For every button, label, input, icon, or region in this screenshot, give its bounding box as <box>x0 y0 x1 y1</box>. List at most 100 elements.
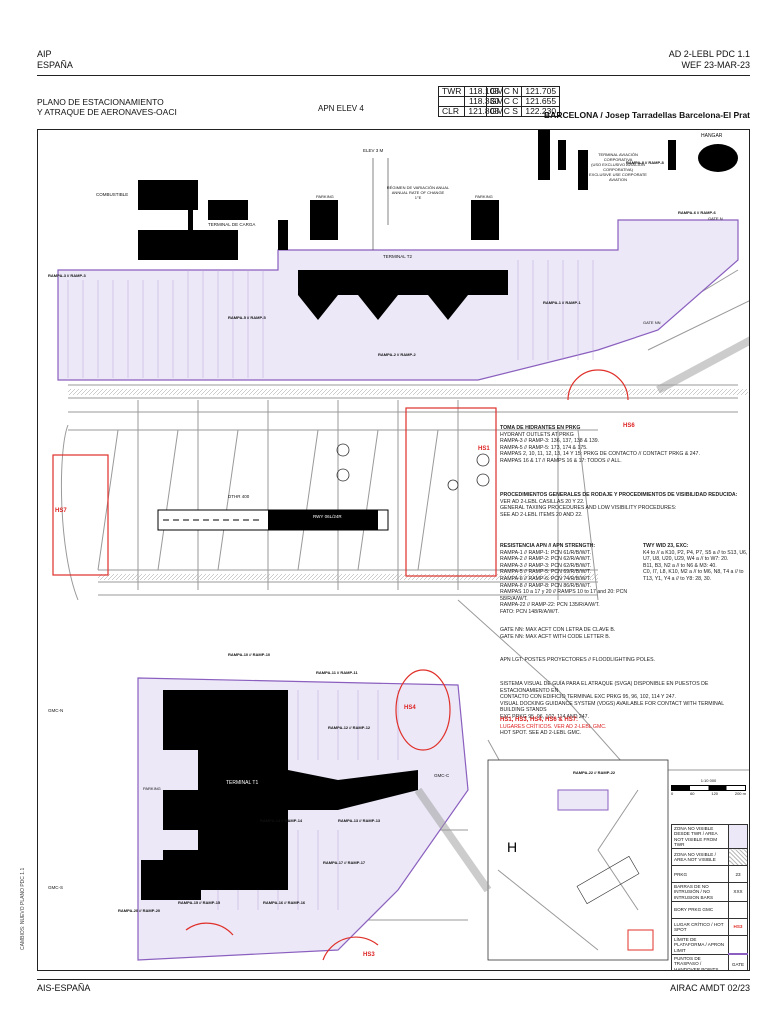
elev-label: ELEV 3 M <box>363 148 384 153</box>
hs-south-left <box>185 922 234 936</box>
strength-line: FATO: PCN 148/R/A/W/T. <box>500 608 559 615</box>
cargo-terminal-label: TERMINAL DE CARGA <box>208 222 256 227</box>
corporate-aviation-label: TERMINAL AVIACIÓN CORPORATIVA (USO EXCLU… <box>588 152 648 182</box>
scale-ticks: 0 60 120 200 m <box>671 791 746 796</box>
gate-line: GATE NN: MAX ACFT CON LETRA DE CLAVE B. <box>500 627 616 633</box>
taxiway-se <box>457 599 639 781</box>
runway-label: RWY 06L/24R <box>313 514 342 519</box>
notes-hydrants: TOMA DE HIDRANTES EN PRKG HYDRANT OUTLET… <box>500 425 745 465</box>
legend-row: BARRAS DE NO INTRUSIÓN / NO INTRUSION BA… <box>671 882 748 903</box>
notes-apn-lights: APN LGT: POSTES PROYECTORES // FLOODLIGH… <box>500 657 745 664</box>
terminal-t1-label: TERMINAL T1 <box>226 780 259 786</box>
apn-elev: APN ELEV 4 <box>318 104 364 113</box>
hydrant-title: TOMA DE HIDRANTES EN PRKG <box>500 425 581 431</box>
hs6-area <box>567 369 629 401</box>
freq-label: TWR <box>437 86 466 97</box>
notes-hot-spots: HS1, HS3, HS4, HS6 & HS7: LUGARES CRÍTIC… <box>500 717 745 737</box>
page-id: AD 2-LEBL PDC 1.1 <box>668 49 750 59</box>
terminal-t2-label: TERMINAL T2 <box>383 254 413 259</box>
footer-rule <box>37 979 750 980</box>
twy-title: TWY WID 23, EXC: <box>643 543 689 549</box>
ramp-label: RAMPA-11 // RAMP-11 <box>316 670 358 675</box>
hydrant-title-en: HYDRANT OUTLETS AT PRKG <box>500 431 574 438</box>
freq-label: GMC N <box>485 86 523 97</box>
strength-line: RAMPA-3 // RAMP-3: PCN 62/R/B/W/T. <box>500 562 591 569</box>
legend-symbol <box>728 848 748 867</box>
strength-line: RAMPA-8 // RAMP-8: PCN 86/R/B/W/T. <box>500 582 591 589</box>
north-stand-lines <box>67 260 594 378</box>
chart-drawing: H <box>52 130 749 961</box>
gmc-s-label: GMC-S <box>48 885 63 890</box>
gate-label: GATE N <box>708 216 723 221</box>
ramp-label: RAMPA-8 // RAMP-8 <box>626 160 664 165</box>
twy-line: B11, B3, N2 a // to N6 & M3: 40. <box>643 562 717 569</box>
variation-label: RÉGIMEN DE VARIACIÓN ANUAL ANNUAL RATE O… <box>383 185 453 200</box>
notes-strength: RESISTENCIA APN // APN STRENGTH: RAMPA-1… <box>500 543 640 616</box>
ramp-label: RAMPA-6 // RAMP-6 <box>678 210 716 215</box>
hydrant-line: RAMPA-3 // RAMP-3: 136, 137, 138 & 139. <box>500 438 600 445</box>
legend-symbol: HS3 <box>728 918 748 937</box>
ramp-label: RAMPA-15 // RAMP-15 <box>178 900 221 905</box>
ramp-label: RAMPA-10 // RAMP-10 <box>228 652 271 657</box>
legend-row: ZONA NO VISIBLE / AREA NOT VISIBLE <box>671 848 748 867</box>
legend-row: LÍMITE DE PLATAFORMA / APRON LIMIT <box>671 935 748 956</box>
ramp-label: RAMPA-20 // RAMP-20 <box>118 908 161 913</box>
corporate-exclusive-en: EXCLUSIVE USE CORPORATE AVIATION <box>589 172 647 182</box>
ramp-label: RAMPA-22 // RAMP-22 <box>573 770 616 775</box>
legend-label: PUNTOS DE TRASPASO / HANDOVER POINTS <box>671 953 729 970</box>
twy-line: C0, I7, L8, K10, M2 a // to M6, N8, T4 a… <box>643 569 744 582</box>
hs3-area <box>322 936 379 961</box>
ramp-label: RAMPA-5 // RAMP-5 <box>228 315 266 320</box>
hangar-label: HANGAR <box>701 133 723 139</box>
strength-line: RAMPAS 10 a 17 y 20 // RAMPS 10 to 17 an… <box>500 589 628 602</box>
vdgs-line: VISUAL DOCKING GUIDANCE SYSTEM (VDGS) AV… <box>500 700 724 714</box>
country-label: ESPAÑA <box>37 60 73 70</box>
freq-label <box>437 96 466 107</box>
header-left: AIP ESPAÑA <box>37 49 73 71</box>
hs7-area <box>52 454 109 576</box>
scale-bar-graphic <box>671 785 746 791</box>
legend-label: ZONA NO VISIBLE DESDE TWR / AREA NOT VIS… <box>671 823 729 850</box>
hot-spot-label: HS3 <box>363 952 375 958</box>
strength-line: RAMPA-5 // RAMP-5: PCN 69/R/B/W/T. <box>500 569 591 576</box>
footer-left: AIS-ESPAÑA <box>37 983 91 993</box>
apn-lights-line: APN LGT: POSTES PROYECTORES // FLOODLIGH… <box>500 657 655 663</box>
ramp-label: RAMPA-12 // RAMP-12 <box>328 725 371 730</box>
scale-bar: 1:10 000 0 60 120 200 m <box>671 778 746 796</box>
taxiway-centerline-dots <box>68 389 748 580</box>
scale-tick: 200 m <box>734 791 746 796</box>
variation-text: RÉGIMEN DE VARIACIÓN ANUAL <box>386 185 450 190</box>
airport-name: BARCELONA / Josep Tarradellas Barcelona-… <box>544 110 750 120</box>
notes-procedures: PROCEDIMIENTOS GENERALES DE RODAJE Y PRO… <box>500 492 745 518</box>
strength-line: RAMPA-22 // RAMP-22: PCN 135/R/A/W/T. <box>500 602 600 609</box>
chart-title-line1: PLANO DE ESTACIONAMIENTO <box>37 97 164 107</box>
stopbar-marks <box>336 443 490 491</box>
hydrant-line: RAMPA-5 // RAMP-5: 173, 174 & 175. <box>500 444 588 451</box>
legend-label: LUGAR CRÍTICO / HOT SPOT <box>671 918 729 937</box>
hot-spot-label: HS4 <box>404 705 416 711</box>
parking-label: PARKING <box>316 194 334 199</box>
freq-label: GMC S <box>485 106 523 117</box>
vdgs-line: EXC PRKG 95, 96, 102, 114 AND 247. <box>500 713 590 720</box>
legend-label: BORY PRKG GMC <box>671 901 729 920</box>
freq-label: GMC C <box>485 96 523 107</box>
notes-gate: GATE NN: MAX ACFT CON LETRA DE CLAVE B. … <box>500 627 745 640</box>
legend-label: BARRAS DE NO INTRUSIÓN / NO INTRUSION BA… <box>671 882 729 903</box>
freq-value: 122.230 <box>521 106 561 117</box>
strength-line: RAMPA-6 // RAMP-6: PCN 74/R/B/W/T. <box>500 575 591 582</box>
legend-symbol: XXX <box>728 882 748 903</box>
legend-row: ZONA NO VISIBLE DESDE TWR / AREA NOT VIS… <box>671 823 748 850</box>
t1-parking <box>141 860 201 900</box>
taxiway-west <box>60 424 79 601</box>
runway-06l-24r <box>157 509 389 531</box>
notes-twy-width: TWY WID 23, EXC: K4 to // a K10, P2, P4,… <box>643 543 748 583</box>
hot-spot-label: HS6 <box>623 423 635 429</box>
scale-tick: 0 <box>671 791 674 796</box>
scale-tick: 60 <box>690 791 695 796</box>
legend-symbol <box>728 823 748 850</box>
combustible-label: COMBUSTIBLE <box>96 192 129 197</box>
